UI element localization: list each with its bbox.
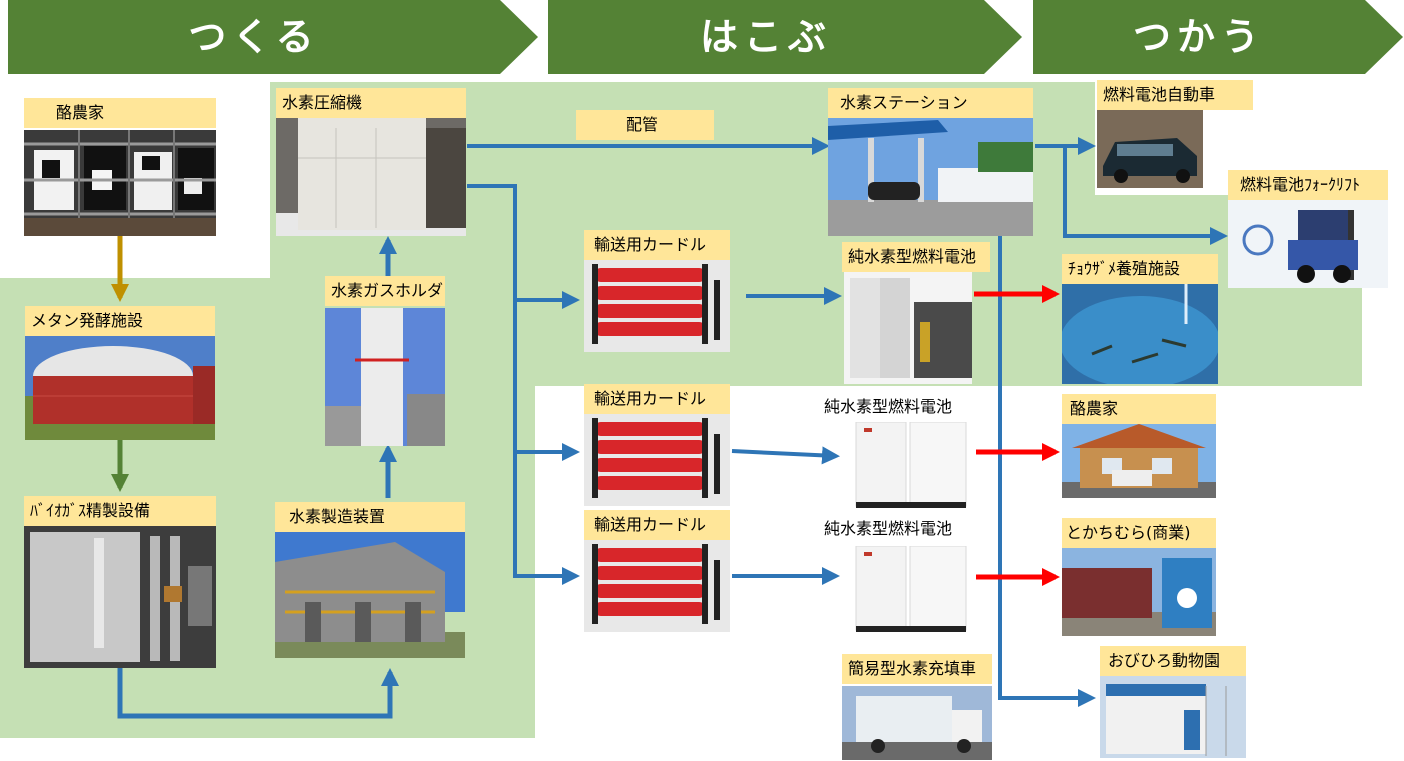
fuel-cell-unit-photo [846, 546, 976, 636]
refining-equipment-photo [24, 526, 216, 668]
node-dairy-farm-use: 酪農家 [1062, 394, 1216, 498]
sturgeon-pool-photo [1062, 284, 1218, 384]
cylinder-bundle-photo [584, 260, 730, 352]
node-forklift: 燃料電池ﾌｫｰｸﾘﾌﾄ [1228, 170, 1388, 288]
node-obihiro-zoo: おびひろ動物園 [1100, 646, 1246, 758]
node-sturgeon-farm: ﾁｮｳｻﾞﾒ養殖施設 [1062, 254, 1218, 384]
node-label: メタン発酵施設 [25, 306, 215, 336]
node-label: 水素圧縮機 [276, 88, 466, 118]
arrow-compressor-trunk [467, 184, 576, 578]
node-label: 酪農家 [24, 98, 216, 128]
node-label: 簡易型水素充填車 [842, 654, 992, 684]
node-label: 水素ステーション [828, 88, 1033, 118]
fuel-cell-car-photo [1097, 110, 1203, 188]
hydrogen-plant-photo [275, 532, 465, 658]
compressor-container-photo [276, 118, 466, 236]
hydrogen-station-photo [828, 118, 1033, 236]
node-fuel-cell-2: 純水素型燃料電池 [812, 392, 982, 512]
cylinder-bundle-photo [584, 414, 730, 506]
phase-label-make: つくる [188, 15, 320, 59]
fuel-cell-unit-photo [844, 272, 972, 384]
node-curdle-3: 輸送用カードル [584, 510, 730, 632]
node-fuel-cell-1: 純水素型燃料電池 [842, 242, 990, 384]
arrow-station-to-zoo [998, 236, 1096, 707]
node-label: 純水素型燃料電池 [842, 242, 990, 272]
node-label: 純水素型燃料電池 [812, 392, 982, 422]
fuel-cell-unit-photo [846, 422, 976, 512]
cylinder-bundle-photo [584, 540, 730, 632]
phase-label-carry: はこぶ [699, 15, 832, 59]
arrow-station-to-forklift [1063, 146, 1228, 245]
node-hydrogen-station: 水素ステーション [828, 88, 1033, 236]
node-simple-filling-truck: 簡易型水素充填車 [842, 654, 992, 760]
node-compressor: 水素圧縮機 [276, 88, 466, 236]
node-label: とかちむら(商業) [1062, 518, 1216, 548]
phase-banner-use: つかう [1033, 0, 1403, 74]
node-curdle-2: 輸送用カードル [584, 384, 730, 506]
zoo-booth-photo [1100, 676, 1246, 758]
phase-banner-make: つくる [8, 0, 538, 74]
node-label: 燃料電池ﾌｫｰｸﾘﾌﾄ [1228, 170, 1388, 200]
phase-banner-carry: はこぶ [548, 0, 1022, 74]
node-fcv: 燃料電池自動車 [1097, 80, 1253, 188]
node-curdle-1: 輸送用カードル [584, 230, 730, 352]
market-photo [1062, 548, 1216, 636]
node-biogas-refining: ﾊﾞｲｵｶﾞｽ精製設備 [24, 496, 216, 668]
node-label: 水素製造装置 [275, 502, 465, 532]
node-label: 輸送用カードル [584, 230, 730, 260]
node-label: ﾊﾞｲｵｶﾞｽ精製設備 [24, 496, 216, 526]
arrow-refining-to-production [117, 668, 399, 719]
piping-label: 配管 [576, 110, 714, 140]
farm-house-photo [1062, 424, 1216, 498]
node-label: ﾁｮｳｻﾞﾒ養殖施設 [1062, 254, 1218, 284]
arrow-curdle-2-to-fuelcell-2 [731, 446, 840, 465]
node-hydrogen-production: 水素製造装置 [275, 502, 465, 668]
node-gas-holder: 水素ガスホルダ [325, 276, 445, 446]
phase-label-use: つかう [1132, 15, 1265, 59]
cows-photo [24, 130, 216, 236]
node-label: 純水素型燃料電池 [812, 514, 982, 544]
node-label: 酪農家 [1062, 394, 1216, 424]
node-tokachimura: とかちむら(商業) [1062, 518, 1216, 636]
forklift-photo [1228, 200, 1388, 288]
node-methane-fermentation: メタン発酵施設 [25, 306, 215, 440]
gas-holder-tank-photo [325, 308, 445, 446]
node-fuel-cell-3: 純水素型燃料電池 [812, 514, 982, 636]
digester-photo [25, 336, 215, 440]
node-label: おびひろ動物園 [1100, 646, 1246, 676]
node-label: 輸送用カードル [584, 384, 730, 414]
node-label: 燃料電池自動車 [1097, 80, 1253, 110]
node-dairy-farm-source: 酪農家 [24, 98, 216, 236]
node-label: 輸送用カードル [584, 510, 730, 540]
filling-truck-photo [842, 686, 992, 760]
node-label: 水素ガスホルダ [325, 276, 445, 306]
